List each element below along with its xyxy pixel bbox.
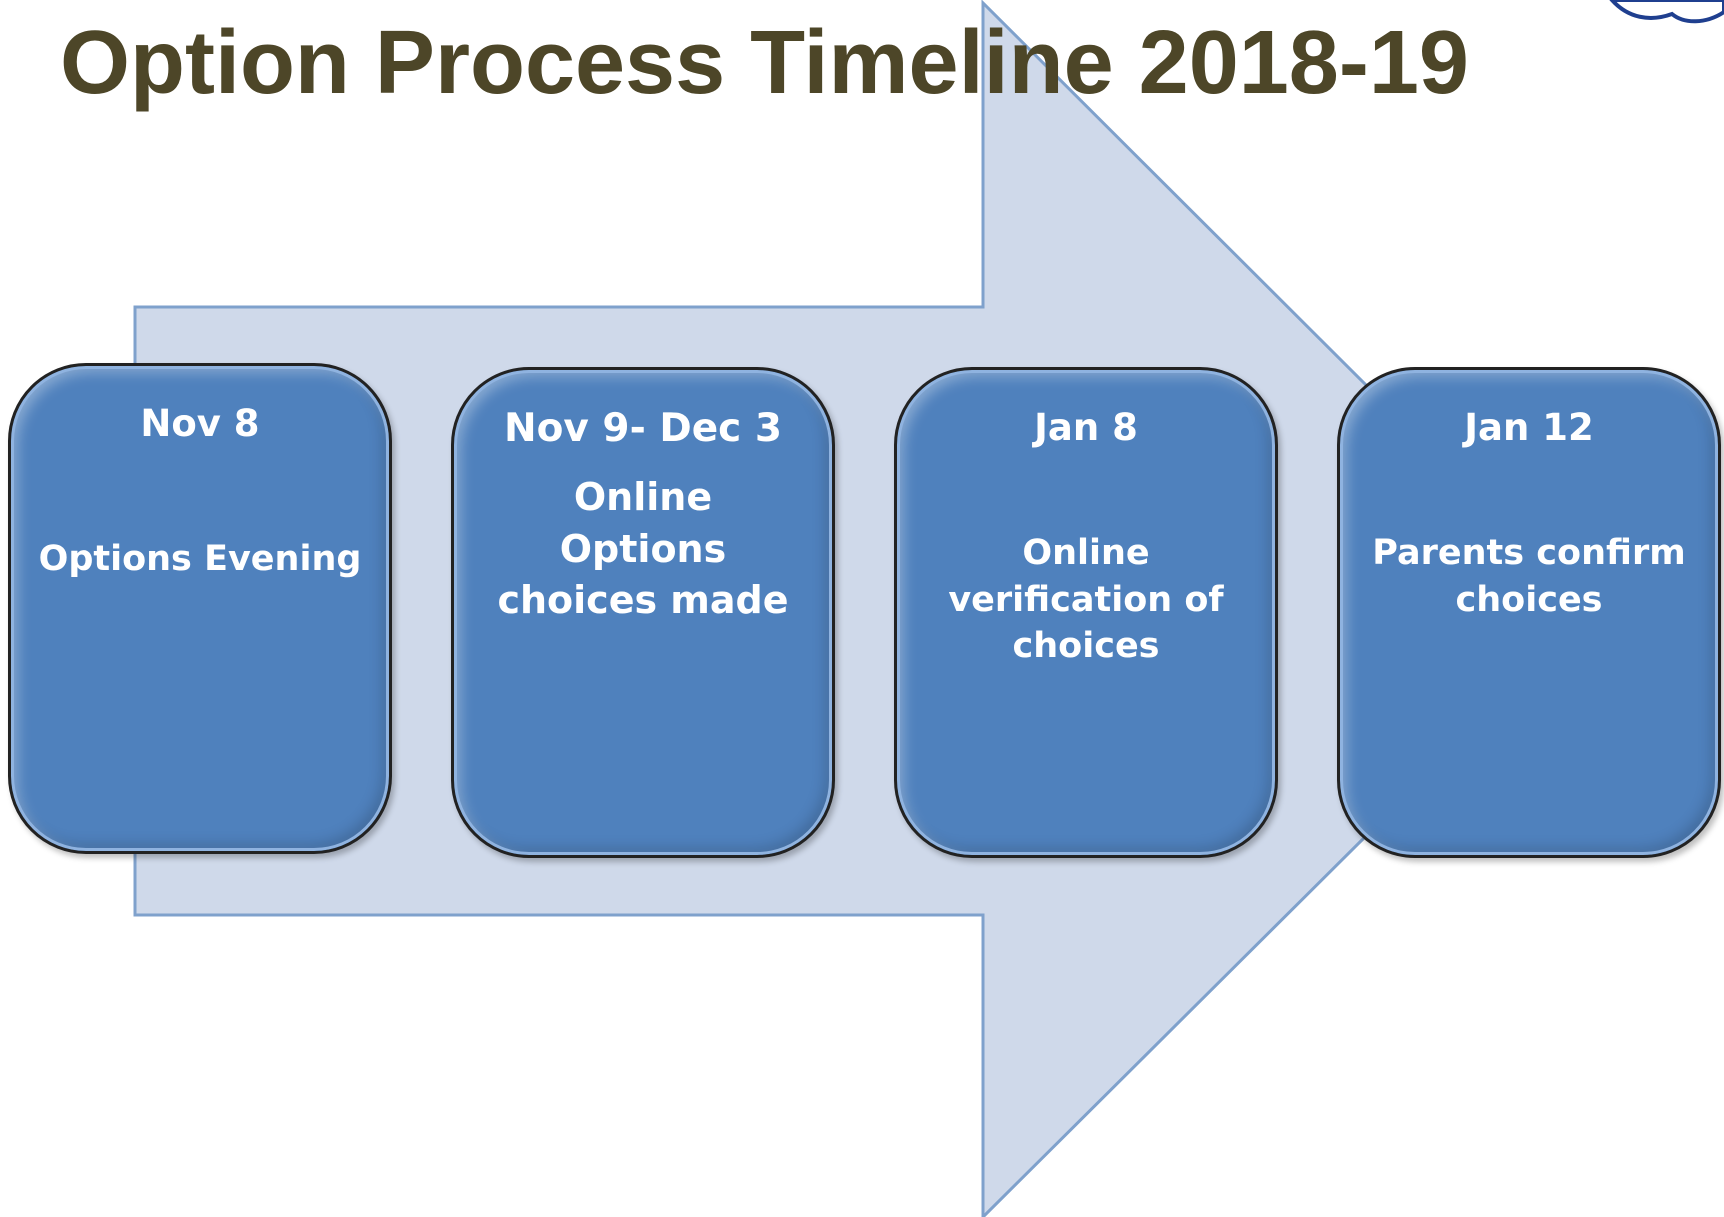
stage-description: Options Evening [38,539,362,579]
stage-date: Jan 8 [1034,406,1138,449]
timeline-stage-1: Nov 8 Options Evening [8,363,392,854]
page-title: Option Process Timeline 2018-19 [60,13,1469,113]
stage-date: Nov 9- Dec 3 [504,406,782,451]
stage-date: Jan 12 [1464,406,1594,449]
stage-date: Nov 8 [140,402,260,445]
